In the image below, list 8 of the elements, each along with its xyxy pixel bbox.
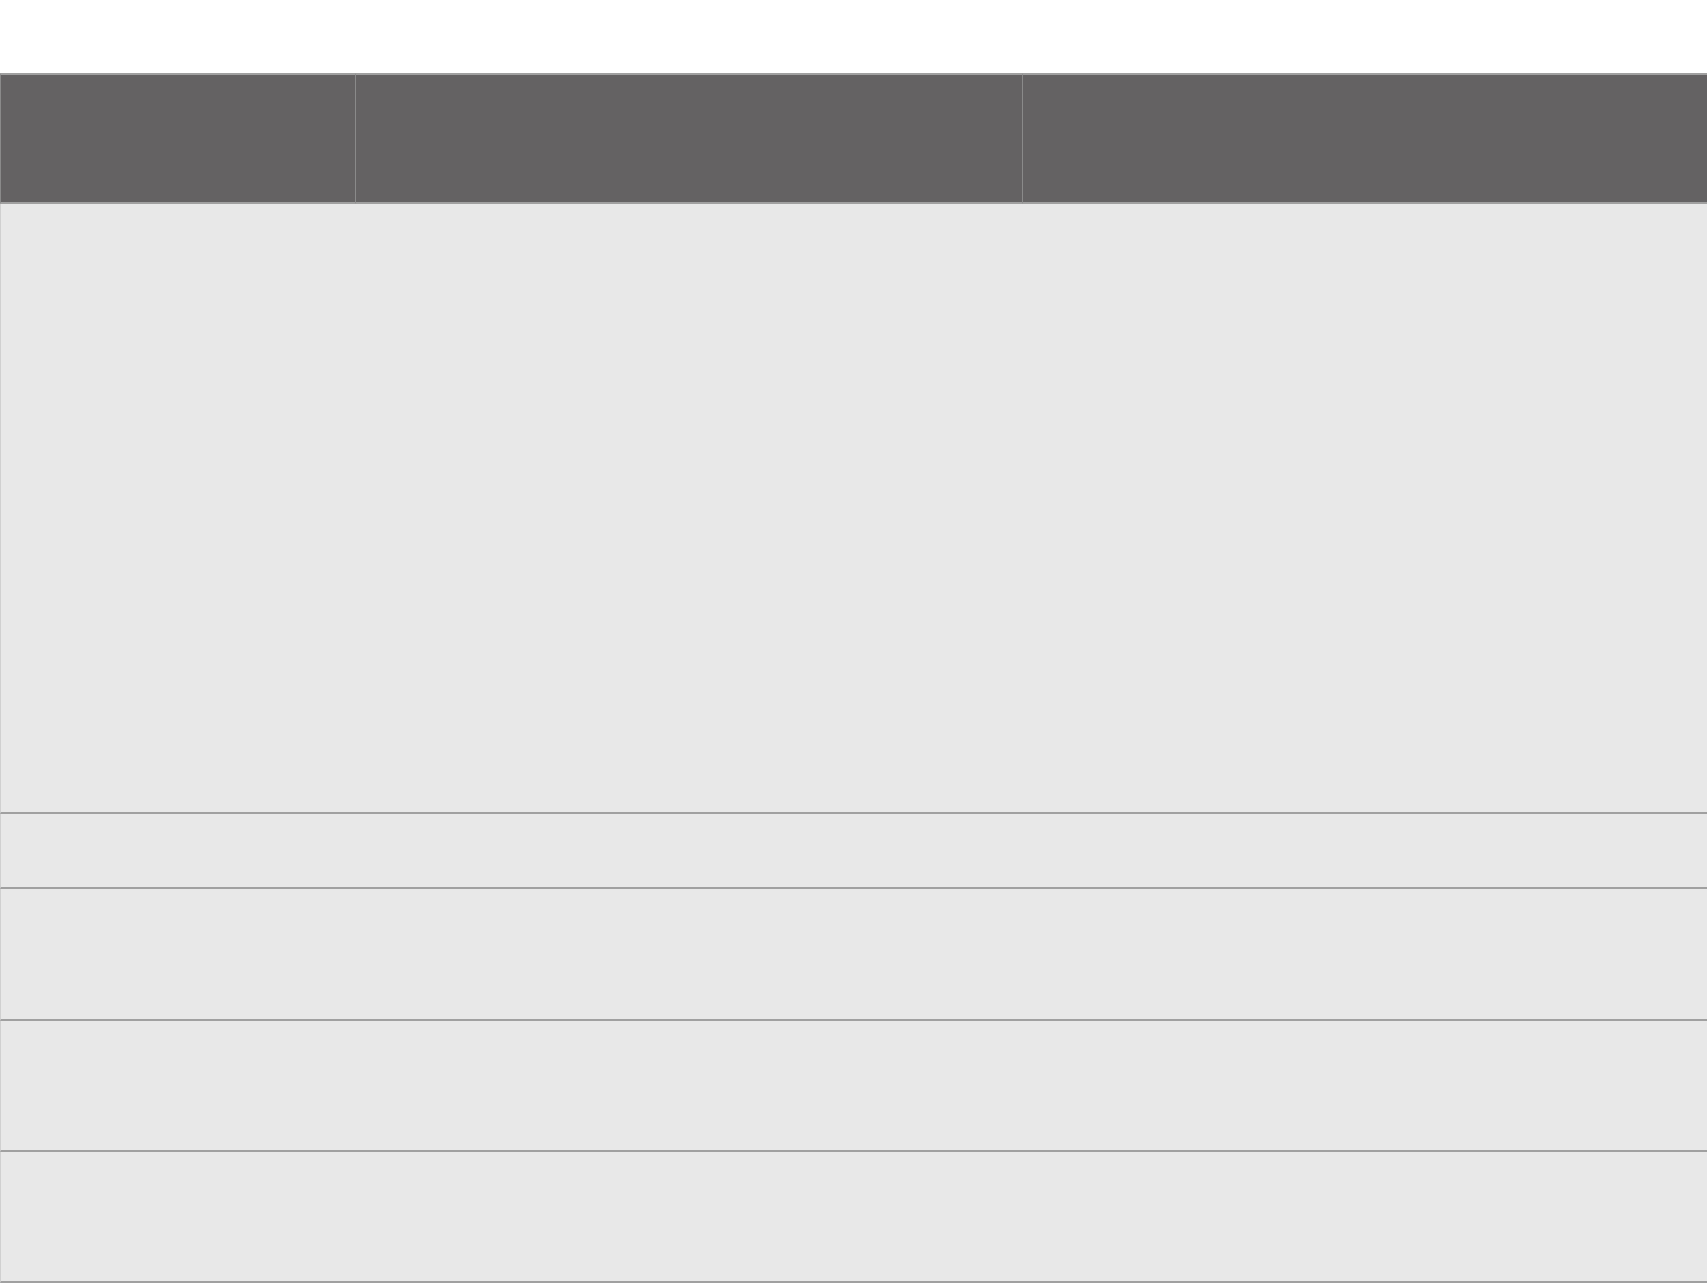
header-cell [355, 73, 1022, 204]
table-row [0, 1021, 1707, 1152]
table-row [0, 1152, 1707, 1283]
table-row [0, 204, 1707, 814]
header-cell [1022, 73, 1707, 204]
table-row [0, 814, 1707, 889]
header-cell [0, 73, 355, 204]
table-row [0, 889, 1707, 1021]
